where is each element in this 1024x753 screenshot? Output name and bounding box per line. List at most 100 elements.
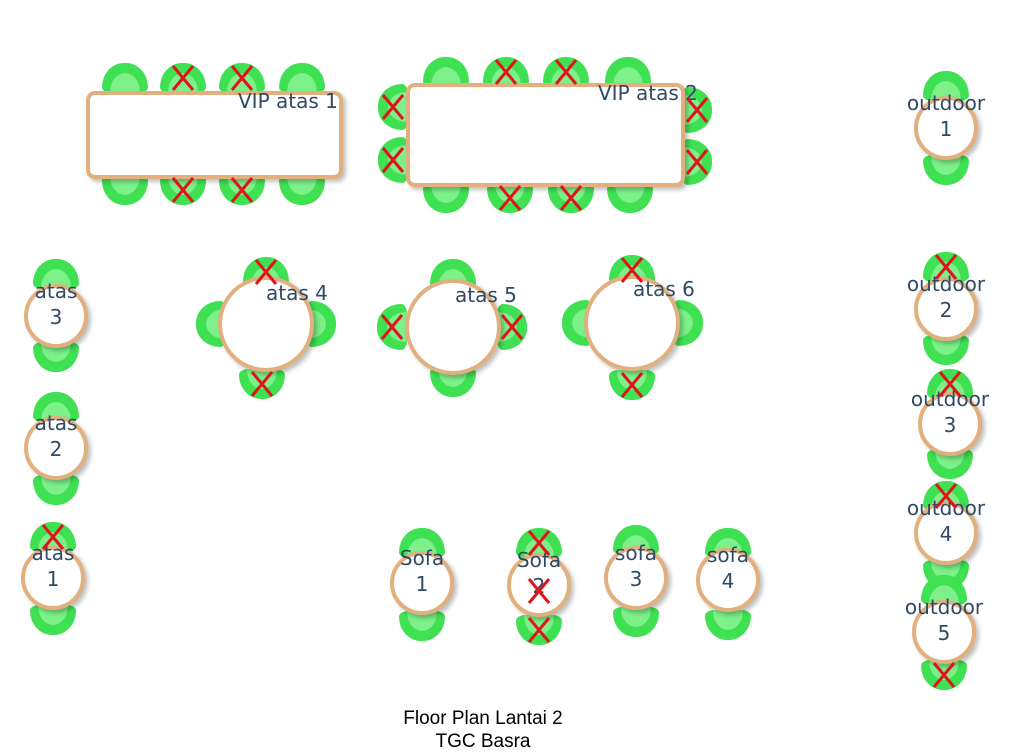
table-label-line: 2 xyxy=(939,298,953,322)
table-atas-2[interactable] xyxy=(24,416,88,480)
reserved-x-icon xyxy=(379,313,405,341)
reserved-x-icon xyxy=(170,176,196,204)
table-atas-6[interactable] xyxy=(584,275,680,371)
table-label-line: outdoor xyxy=(910,387,990,411)
table-label-line: atas xyxy=(34,411,78,435)
reserved-x-icon xyxy=(558,184,584,212)
table-sofa-1[interactable] xyxy=(390,551,454,615)
table-sofa-3[interactable] xyxy=(604,546,668,610)
table-label: atas 5 xyxy=(455,282,517,308)
chair[interactable] xyxy=(399,611,445,641)
chair[interactable] xyxy=(279,63,325,93)
table-label: atas 6 xyxy=(633,276,695,302)
table-label-line: sofa xyxy=(615,541,657,565)
reserved-x-icon xyxy=(40,523,66,551)
reserved-x-icon xyxy=(933,253,959,281)
table-label-line: sofa xyxy=(707,543,749,567)
reserved-x-icon xyxy=(526,616,552,644)
table-label-line: atas 4 xyxy=(266,281,328,305)
table-outdoor-2[interactable] xyxy=(914,277,978,341)
caption-subtitle: TGC Basra xyxy=(435,731,531,752)
reserved-x-icon xyxy=(497,184,523,212)
table-outdoor-4[interactable] xyxy=(914,501,978,565)
reserved-x-icon xyxy=(526,529,552,557)
table-label-line: 2 xyxy=(532,574,546,598)
reserved-x-icon xyxy=(499,313,525,341)
table-label-line: 5 xyxy=(937,621,951,645)
chair[interactable] xyxy=(613,607,659,637)
table-label-line: 3 xyxy=(943,413,957,437)
table-label-line: outdoor xyxy=(904,595,984,619)
reserved-x-icon xyxy=(619,256,645,284)
table-vip-atas-2[interactable] xyxy=(406,83,685,187)
reserved-x-icon xyxy=(229,176,255,204)
chair[interactable] xyxy=(423,57,469,87)
table-label-line: 4 xyxy=(721,569,735,593)
table-atas-1[interactable] xyxy=(21,546,85,610)
reserved-x-icon xyxy=(380,93,406,121)
reserved-x-icon xyxy=(229,64,255,92)
table-outdoor-5[interactable] xyxy=(912,600,976,664)
reserved-x-icon xyxy=(931,661,957,689)
reserved-x-icon xyxy=(684,96,710,124)
reserved-x-icon xyxy=(249,370,275,398)
table-label-line: 2 xyxy=(49,437,63,461)
table-atas-5[interactable] xyxy=(405,279,501,375)
reserved-x-icon xyxy=(684,148,710,176)
table-label-line: 1 xyxy=(46,567,60,591)
table-label: atas 4 xyxy=(266,280,328,306)
table-atas-4[interactable] xyxy=(218,276,314,372)
reserved-x-icon xyxy=(170,64,196,92)
chair[interactable] xyxy=(102,175,148,205)
floor-plan-caption: Floor Plan Lantai 2 TGC Basra xyxy=(333,707,633,753)
reserved-x-icon xyxy=(553,58,579,86)
table-label-line: 3 xyxy=(49,305,63,329)
table-outdoor-1[interactable] xyxy=(914,96,978,160)
table-label-line: VIP atas 1 xyxy=(238,89,338,113)
table-label-line: VIP atas 2 xyxy=(598,81,698,105)
reserved-x-icon xyxy=(933,482,959,510)
reserved-x-icon xyxy=(253,258,279,286)
chair[interactable] xyxy=(705,610,751,640)
table-label-line: 1 xyxy=(939,117,953,141)
table-label-line: Sofa xyxy=(516,548,562,572)
reserved-x-icon xyxy=(526,577,552,605)
table-label-line: 3 xyxy=(629,567,643,591)
reserved-x-icon xyxy=(493,58,519,86)
table-label-line: atas 6 xyxy=(633,277,695,301)
table-sofa-4[interactable] xyxy=(696,548,760,612)
table-label-line: 1 xyxy=(415,572,429,596)
table-label: VIP atas 1 xyxy=(238,88,338,114)
table-label: VIP atas 2 xyxy=(598,80,698,106)
table-atas-3[interactable] xyxy=(24,284,88,348)
chair[interactable] xyxy=(607,183,653,213)
reserved-x-icon xyxy=(619,371,645,399)
reserved-x-icon xyxy=(380,146,406,174)
chair[interactable] xyxy=(605,57,651,87)
table-label-line: outdoor xyxy=(906,272,986,296)
caption-title: Floor Plan Lantai 2 xyxy=(403,708,563,729)
chair[interactable] xyxy=(279,175,325,205)
table-label-line: atas xyxy=(34,279,78,303)
table-label-line: 4 xyxy=(939,522,953,546)
table-label-line: outdoor xyxy=(906,91,986,115)
table-label-line: outdoor xyxy=(906,496,986,520)
chair[interactable] xyxy=(423,183,469,213)
table-sofa-2[interactable] xyxy=(507,553,571,617)
table-vip-atas-1[interactable] xyxy=(86,91,343,179)
chair[interactable] xyxy=(102,63,148,93)
table-outdoor-3[interactable] xyxy=(918,392,982,456)
table-label-line: Sofa xyxy=(399,546,445,570)
